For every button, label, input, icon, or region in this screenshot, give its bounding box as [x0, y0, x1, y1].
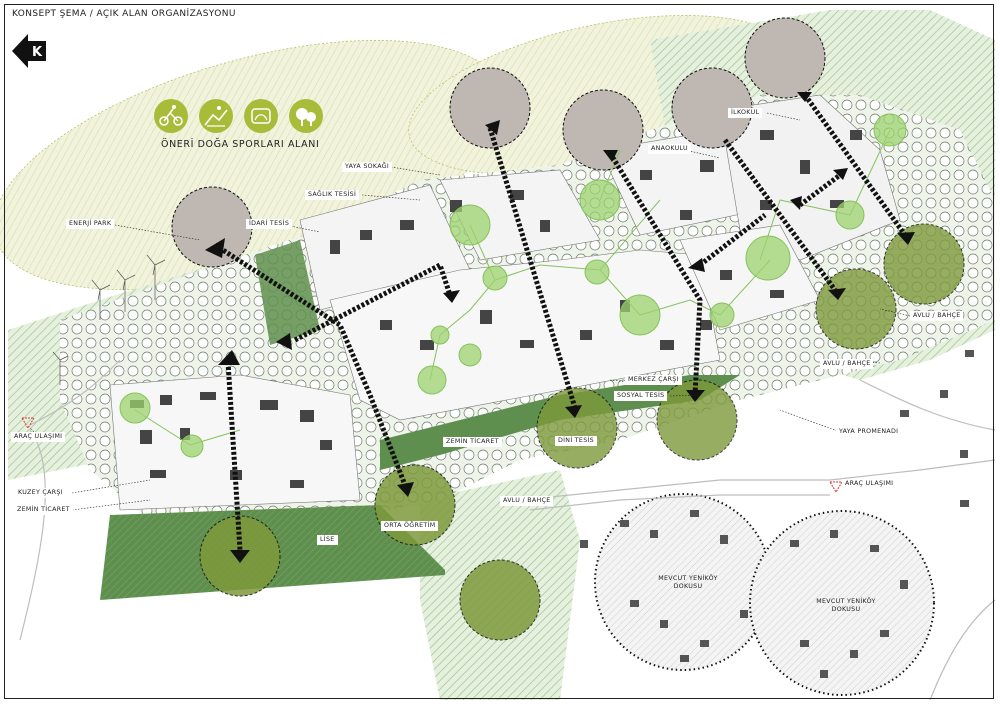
label-dini-tesis: DİNİ TESİS	[555, 436, 597, 446]
sports-area-label: ÖNERİ DOĞA SPORLARI ALANI	[161, 139, 320, 150]
label-kuzey-carsi: KUZEY ÇARŞI	[15, 488, 66, 498]
label-merkez-carsi: MERKEZ ÇARŞI	[625, 375, 682, 385]
north-letter: K	[32, 45, 43, 60]
label-idari-tesis: İDARİ TESİS	[246, 219, 293, 229]
green-network	[119, 113, 907, 458]
label-anaokulu: ANAOKULU	[648, 144, 691, 154]
label-arac-ulasimi-right: ARAÇ ULAŞIMI	[842, 479, 897, 489]
label-enerji-park: ENERJİ PARK	[66, 219, 115, 229]
north-arrow: K	[12, 34, 48, 72]
facility-circles	[171, 17, 826, 268]
label-avlu-bahce-1: AVLU / BAHÇE	[910, 311, 964, 321]
label-arac-ulasimi-left: ARAÇ ULAŞIMI	[11, 432, 66, 442]
cycling-icon	[154, 99, 188, 133]
label-mevcut-yenikoy-1: MEVCUT YENİKÖY DOKUSU	[658, 575, 718, 590]
label-orta-ogretim: ORTA ÖĞRETİM	[381, 521, 439, 531]
trees-icon	[289, 99, 323, 133]
movement-arrows	[213, 93, 908, 551]
label-mevcut-yenikoy-2: MEVCUT YENİKÖY DOKUSU	[816, 598, 876, 613]
label-yaya-sokagi: YAYA SOKAĞI	[342, 162, 393, 172]
wind-turbines	[52, 254, 166, 385]
label-avlu-bahce-3: AVLU / BAHÇE	[500, 496, 554, 506]
arrow-heads	[205, 92, 915, 563]
label-lise: LİSE	[317, 535, 338, 545]
camping-icon	[244, 99, 278, 133]
mountain-bike-icon	[199, 99, 233, 133]
north-arrow-icon: K	[12, 34, 46, 68]
label-saglik-tesisi: SAĞLIK TESİSİ	[305, 190, 360, 200]
page-title: KONSEPT ŞEMA / AÇIK ALAN ORGANİZASYONU	[12, 9, 236, 19]
label-zemin-ticaret-2: ZEMİN TİCARET	[14, 505, 73, 515]
vehicle-access-markers	[21, 417, 843, 493]
label-sosyal-tesis: SOSYAL TESİS	[614, 391, 668, 401]
existing-village	[580, 350, 974, 696]
roads	[19, 359, 996, 701]
label-yaya-promenadi: YAYA PROMENADI	[836, 427, 902, 437]
label-avlu-bahce-2: AVLU / BAHÇE	[820, 359, 874, 369]
label-zemin-ticaret-1: ZEMİN TİCARET	[443, 437, 502, 447]
sports-icon-row	[153, 98, 323, 142]
label-ilkokul: İLKOKUL	[728, 108, 763, 118]
